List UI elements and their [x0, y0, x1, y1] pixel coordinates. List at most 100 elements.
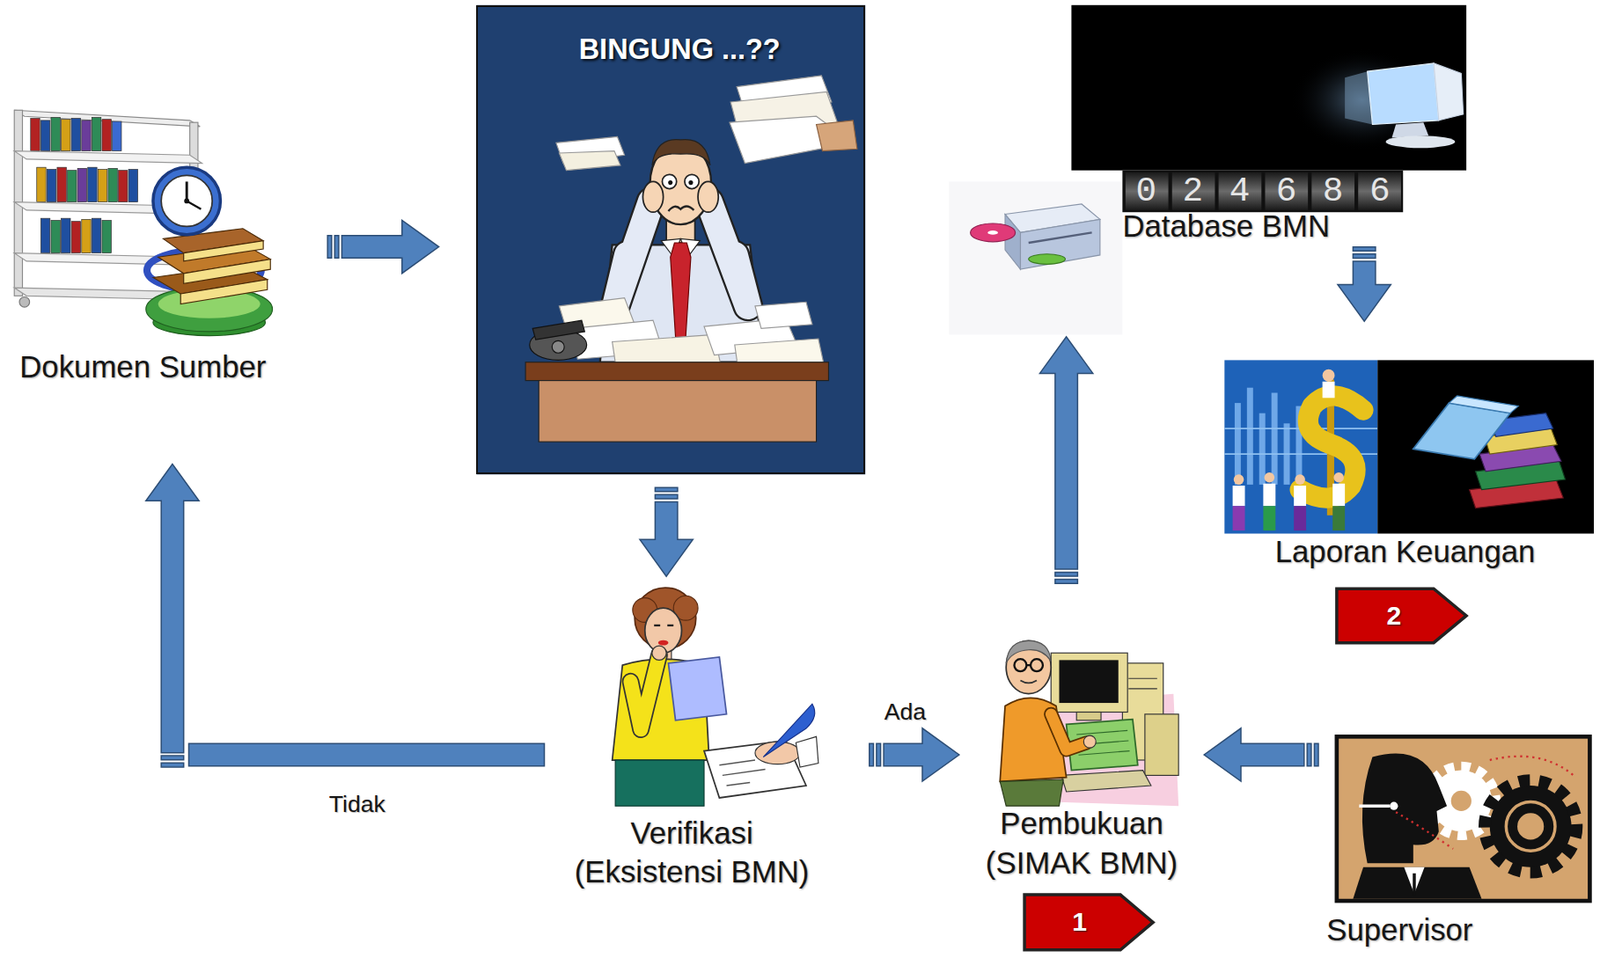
disk-drive-icon	[948, 181, 1123, 335]
disk-drive-icon	[1020, 219, 1100, 270]
bookshelf-illustration	[102, 220, 111, 254]
connector	[327, 220, 439, 273]
financial-report-picture	[1413, 403, 1511, 460]
node-text: Supervisor	[1326, 913, 1473, 947]
arrow-tail-stripe	[654, 487, 678, 492]
supervisor-picture	[1395, 812, 1454, 850]
bookshelf-illustration	[36, 167, 46, 202]
verifier-illustration	[612, 587, 819, 807]
node-text: Laporan Keuangan	[1275, 535, 1536, 571]
financial-report-picture	[1377, 359, 1594, 534]
financial-report-picture	[1332, 506, 1345, 531]
bookshelf-illustration	[30, 118, 40, 152]
supervisor-picture	[1489, 756, 1574, 777]
verifier-illustration	[658, 640, 669, 646]
node-text: Database BMN	[1122, 209, 1330, 245]
callout-number: 1	[1024, 895, 1153, 951]
bookkeeper-illustration	[999, 640, 1179, 807]
stressed-man-illustration	[538, 381, 816, 443]
financial-report-picture	[1234, 403, 1241, 485]
bookshelf-illustration	[102, 119, 111, 152]
arrow-tail-stripe	[1055, 572, 1079, 577]
verifier-illustration	[667, 657, 727, 721]
bookkeeper-illustration	[1050, 653, 1128, 712]
stressed-man-illustration	[525, 362, 829, 382]
stressed-man-illustration	[615, 202, 652, 307]
bookkeeper-illustration	[1083, 735, 1096, 749]
stressed-man-illustration	[709, 202, 749, 307]
verifier-illustration	[763, 704, 815, 757]
bookshelf-illustration	[108, 168, 118, 202]
verifier-illustration	[615, 760, 705, 807]
bookshelf-illustration	[61, 119, 71, 152]
financial-report-picture	[1322, 381, 1336, 399]
bookkeeping-node: Pembukuan (SIMAK BMN)	[964, 634, 1200, 890]
bookshelf-illustration	[183, 198, 190, 205]
bookshelf-illustration	[36, 167, 139, 202]
bookshelf-illustration	[81, 120, 91, 152]
disk-drive-icon	[970, 223, 1016, 243]
verification-node: Verifikasi (Eksistensi BMN)	[565, 589, 832, 896]
edge-label: Ada	[884, 698, 926, 727]
verifier-illustration	[795, 736, 819, 768]
stressed-man-illustration	[697, 181, 719, 213]
bookshelf-illustration	[57, 167, 67, 202]
bookshelf-illustration	[180, 279, 268, 305]
bookshelf-illustration	[153, 167, 221, 235]
bookshelf-illustration	[67, 170, 77, 203]
financial-report-picture	[1233, 485, 1246, 507]
bookshelf-illustration	[185, 181, 189, 201]
bookshelf-illustration	[14, 110, 272, 336]
bookshelf-illustration	[112, 121, 122, 152]
database-panel	[1391, 122, 1429, 138]
connector	[146, 464, 545, 768]
arrow-tail-stripe	[869, 743, 874, 767]
supervisor-picture	[1451, 791, 1472, 812]
financial-report-picture	[1271, 393, 1278, 485]
financial-report-picture	[1259, 413, 1266, 485]
financial-report-picture	[1233, 472, 1346, 531]
bookshelf-illustration	[183, 241, 264, 262]
financial-report-picture	[1333, 472, 1344, 484]
stressed-man-illustration	[615, 202, 652, 307]
arrow-tail-stripe	[327, 235, 332, 259]
stressed-man-illustration	[652, 139, 711, 166]
bookkeeper-illustration	[999, 779, 1064, 807]
edge-label: Tidak	[329, 791, 386, 819]
supervisor-picture	[1484, 780, 1577, 873]
stressed-man-illustration	[476, 5, 866, 475]
bookkeeper-illustration	[1050, 714, 1087, 751]
verifier-illustration	[645, 608, 683, 654]
arrow-tail-stripe	[161, 763, 184, 768]
bookkeeper-illustration	[1026, 664, 1031, 667]
disk-drive-icon	[948, 181, 1123, 335]
stressed-man-illustration	[532, 320, 585, 340]
supervisor-picture	[1352, 867, 1482, 900]
arrow-tail-stripe	[1055, 579, 1079, 585]
financial-report-picture	[1264, 472, 1276, 484]
arrow-tail-stripe	[876, 743, 881, 767]
supervisor-picture	[1517, 813, 1544, 840]
arrow-tail-stripe	[334, 235, 339, 259]
bookkeeper-illustration	[1058, 660, 1118, 704]
arrow-tail-stripe	[654, 494, 678, 500]
stressed-man-illustration	[642, 181, 663, 213]
bookshelf-illustration	[91, 218, 101, 253]
bookshelf-illustration	[40, 218, 111, 253]
bookshelf-illustration	[161, 175, 213, 227]
node-text: Pembukuan (SIMAK BMN)	[967, 804, 1197, 884]
stressed-man-illustration	[667, 180, 673, 185]
source-document-node: Dokumen Sumber	[5, 102, 289, 398]
financial-report-picture	[1262, 484, 1276, 507]
node-text: 1	[1071, 907, 1087, 939]
bookshelf-illustration	[71, 221, 81, 254]
connector	[1203, 728, 1319, 782]
financial-report-node: Laporan Keuangan	[1224, 359, 1594, 574]
supervisor-picture	[1389, 802, 1398, 811]
bookshelf-illustration	[128, 169, 138, 203]
block-arrow	[341, 220, 439, 273]
bookkeeper-illustration	[1128, 688, 1157, 690]
stressed-man-illustration	[709, 202, 749, 307]
bookshelf-illustration	[97, 169, 107, 203]
financial-report-picture	[1322, 369, 1336, 382]
